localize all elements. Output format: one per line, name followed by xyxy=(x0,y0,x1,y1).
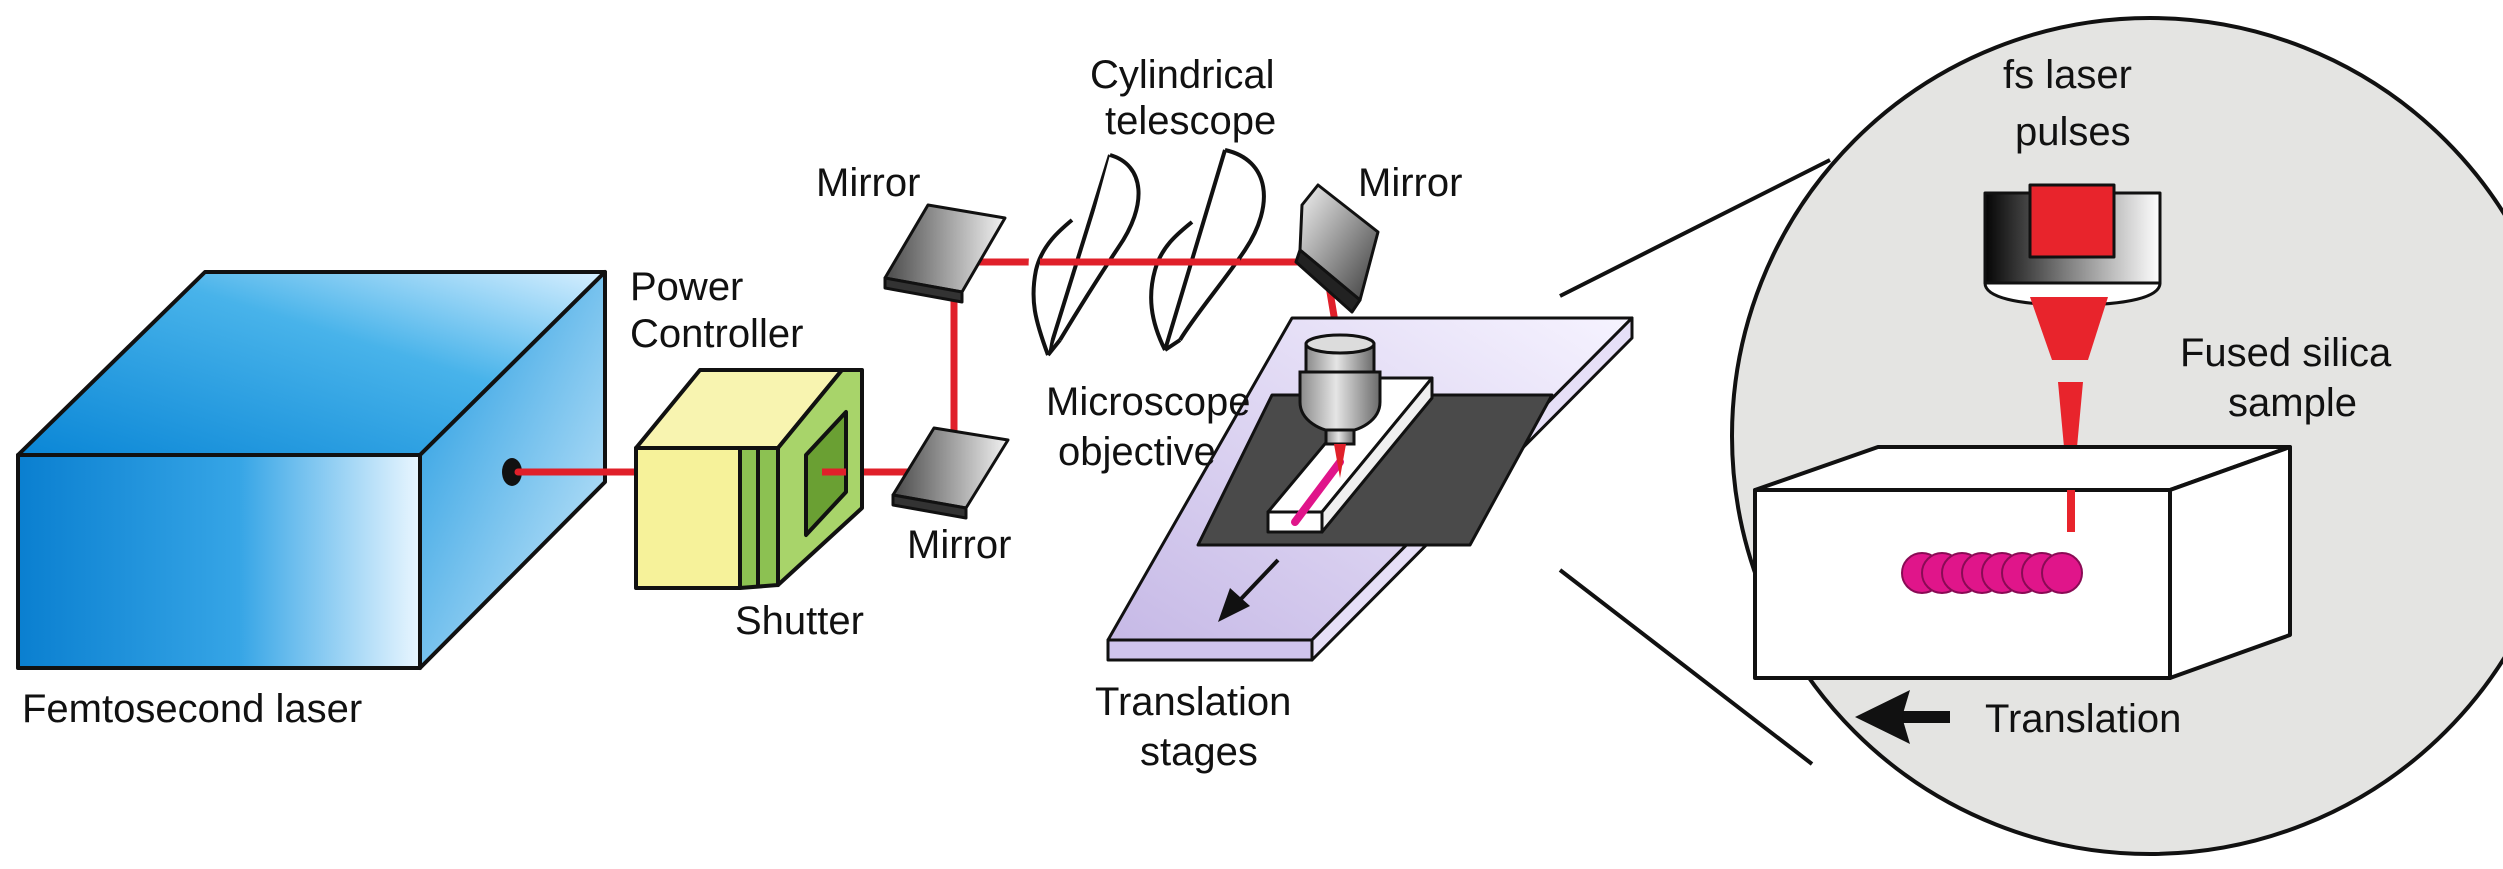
zoom-line-top xyxy=(1559,158,1831,298)
mirror-bottom xyxy=(891,426,1010,520)
label-power-line1: Power xyxy=(630,265,743,309)
label-stages-line1: Translation xyxy=(1095,680,1291,724)
label-objective-line1: Microscope xyxy=(1046,380,1251,424)
controller-front-face xyxy=(634,446,742,590)
mirror-top-left xyxy=(883,203,1007,304)
power-controller xyxy=(634,368,864,590)
label-fs-pulses-line1: fs laser xyxy=(2003,53,2132,97)
zoom-line-bottom xyxy=(1558,568,1814,766)
label-telescope-line2: telescope xyxy=(1105,99,1276,143)
label-power-line2: Controller xyxy=(630,312,803,356)
written-waveguide xyxy=(1291,458,1344,526)
laser-head xyxy=(1983,183,2162,307)
label-mirror-bottom: Mirror xyxy=(907,523,1011,567)
cylindrical-lens-1 xyxy=(1028,153,1141,357)
focused-beam xyxy=(1334,444,1346,478)
label-mirror-top-left: Mirror xyxy=(816,161,920,205)
stage-motion-arrow xyxy=(1218,558,1280,622)
translation-arrow-icon xyxy=(1855,690,1950,744)
stage-lower-front xyxy=(1106,638,1314,662)
label-femtosecond-laser: Femtosecond laser xyxy=(22,687,362,731)
label-fs-pulses-line2: pulses xyxy=(2015,110,2131,154)
mirror-right xyxy=(1294,183,1380,314)
label-telescope-line1: Cylindrical xyxy=(1090,53,1275,97)
label-translation: Translation xyxy=(1985,697,2181,741)
label-fused-silica-line2: sample xyxy=(2228,381,2357,425)
laser-front-face xyxy=(16,453,422,670)
labels: Femtosecond laser Power Controller Shutt… xyxy=(22,53,2392,774)
femtosecond-laser-box xyxy=(16,270,607,670)
waveguide-spots xyxy=(1901,552,2083,594)
label-fused-silica-line1: Fused silica xyxy=(2180,331,2392,375)
laser-aperture xyxy=(502,458,522,486)
microscope-objective xyxy=(1298,333,1382,446)
label-stages-line2: stages xyxy=(1140,730,1258,774)
cylindrical-lens-2 xyxy=(1149,148,1266,352)
label-mirror-right: Mirror xyxy=(1358,161,1462,205)
sample-bar-side xyxy=(1320,376,1434,534)
translation-stages xyxy=(1106,316,1634,662)
laser-head-emitter xyxy=(2028,183,2116,259)
zoom-inset xyxy=(1730,16,2503,856)
label-shutter: Shutter xyxy=(735,599,864,643)
label-objective-line2: objective xyxy=(1058,430,1216,474)
